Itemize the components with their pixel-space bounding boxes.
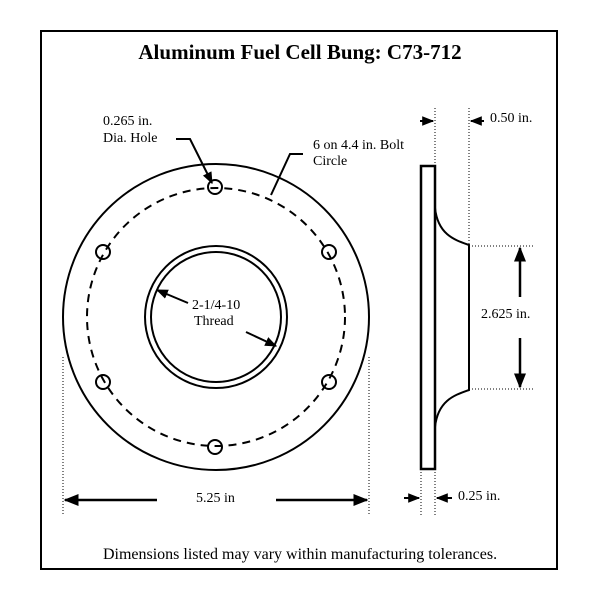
thread-leader [245, 331, 278, 347]
outer-flange-circle [62, 163, 370, 471]
bolt-hole [207, 179, 223, 195]
bolt-hole [207, 439, 223, 455]
thread-inner-circle [150, 251, 282, 383]
bolt-circle-leader [270, 153, 303, 196]
border-frame [40, 30, 558, 570]
thread-label: 2-1/4-10 [192, 298, 241, 313]
side-view [404, 108, 535, 515]
thread-outer-circle [144, 245, 288, 389]
front-view [62, 138, 370, 515]
flange-thickness-label: 0.25 in. [458, 489, 501, 504]
boss-profile [434, 207, 470, 428]
title: Aluminum Fuel Cell Bung: C73-712 [138, 40, 462, 64]
boss-height-label: 0.50 in. [490, 111, 533, 126]
bolt-circle-label-2: Circle [313, 154, 348, 169]
diameter-label: 5.25 in [196, 491, 235, 506]
flange-profile [419, 164, 437, 471]
boss-diameter-label: 2.625 in. [481, 307, 531, 322]
hole-size-label: 0.265 in. [103, 114, 153, 129]
thread-leader [155, 289, 189, 304]
bolt-circle [86, 187, 346, 447]
bolt-circle-label: 6 on 4.4 in. Bolt [313, 138, 405, 153]
bolt-hole [95, 374, 111, 390]
thread-label-2: Thread [194, 314, 234, 329]
hole-desc-label: Dia. Hole [103, 131, 158, 146]
hole-leader [176, 138, 213, 185]
bolt-hole [95, 244, 111, 260]
bolt-hole [321, 244, 337, 260]
bolt-hole [321, 374, 337, 390]
footer-note: Dimensions listed may vary within manufa… [102, 546, 498, 563]
